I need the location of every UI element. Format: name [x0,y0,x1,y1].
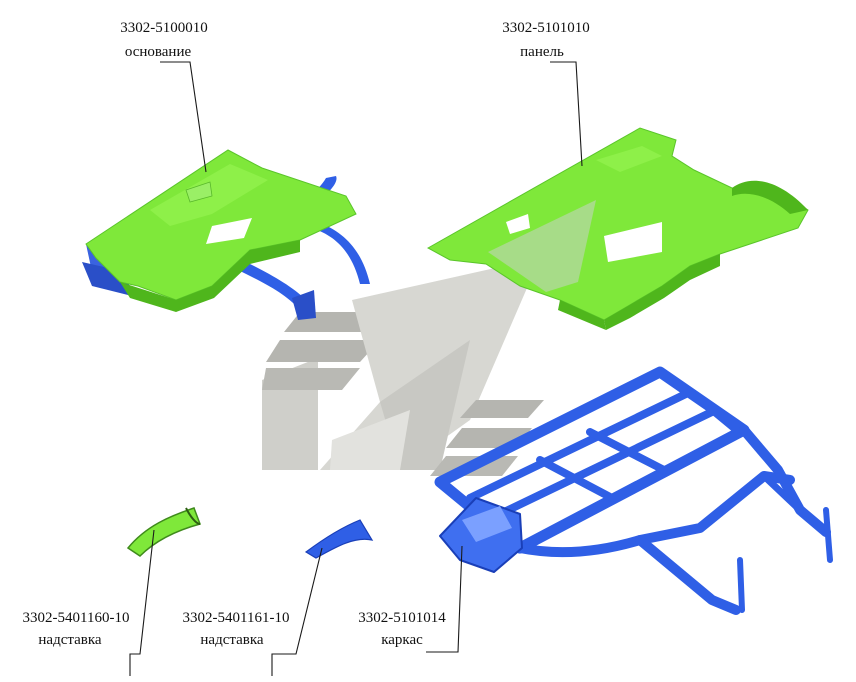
callout-frame-number: 3302-5101014 [358,610,446,626]
leader-panel [550,61,583,167]
callout-extension-right-number: 3302-5401161-10 [183,610,290,626]
part-panel-illustration [426,127,809,330]
callout-panel-name: панель [520,44,564,60]
leader-frame [426,545,463,653]
watermark-logo-icon [262,258,544,476]
callout-base-name: основание [125,44,192,60]
callout-panel-number: 3302-5101010 [502,20,590,36]
part-extension-right-illustration [304,519,374,559]
callout-frame-name: каркас [381,632,423,648]
callout-extension-right-name: надставка [200,632,264,648]
part-frame-illustration [434,366,833,615]
callout-base-number: 3302-5100010 [120,20,208,36]
leader-extension-left [129,529,155,676]
callout-extension-left-name: надставка [38,632,102,648]
part-extension-left-illustration [126,507,201,557]
part-base-illustration [82,149,370,320]
callout-extension-left-number: 3302-5401160-10 [23,610,130,626]
leader-base [160,61,207,173]
leader-lines [129,61,583,676]
leader-extension-right [271,547,323,676]
